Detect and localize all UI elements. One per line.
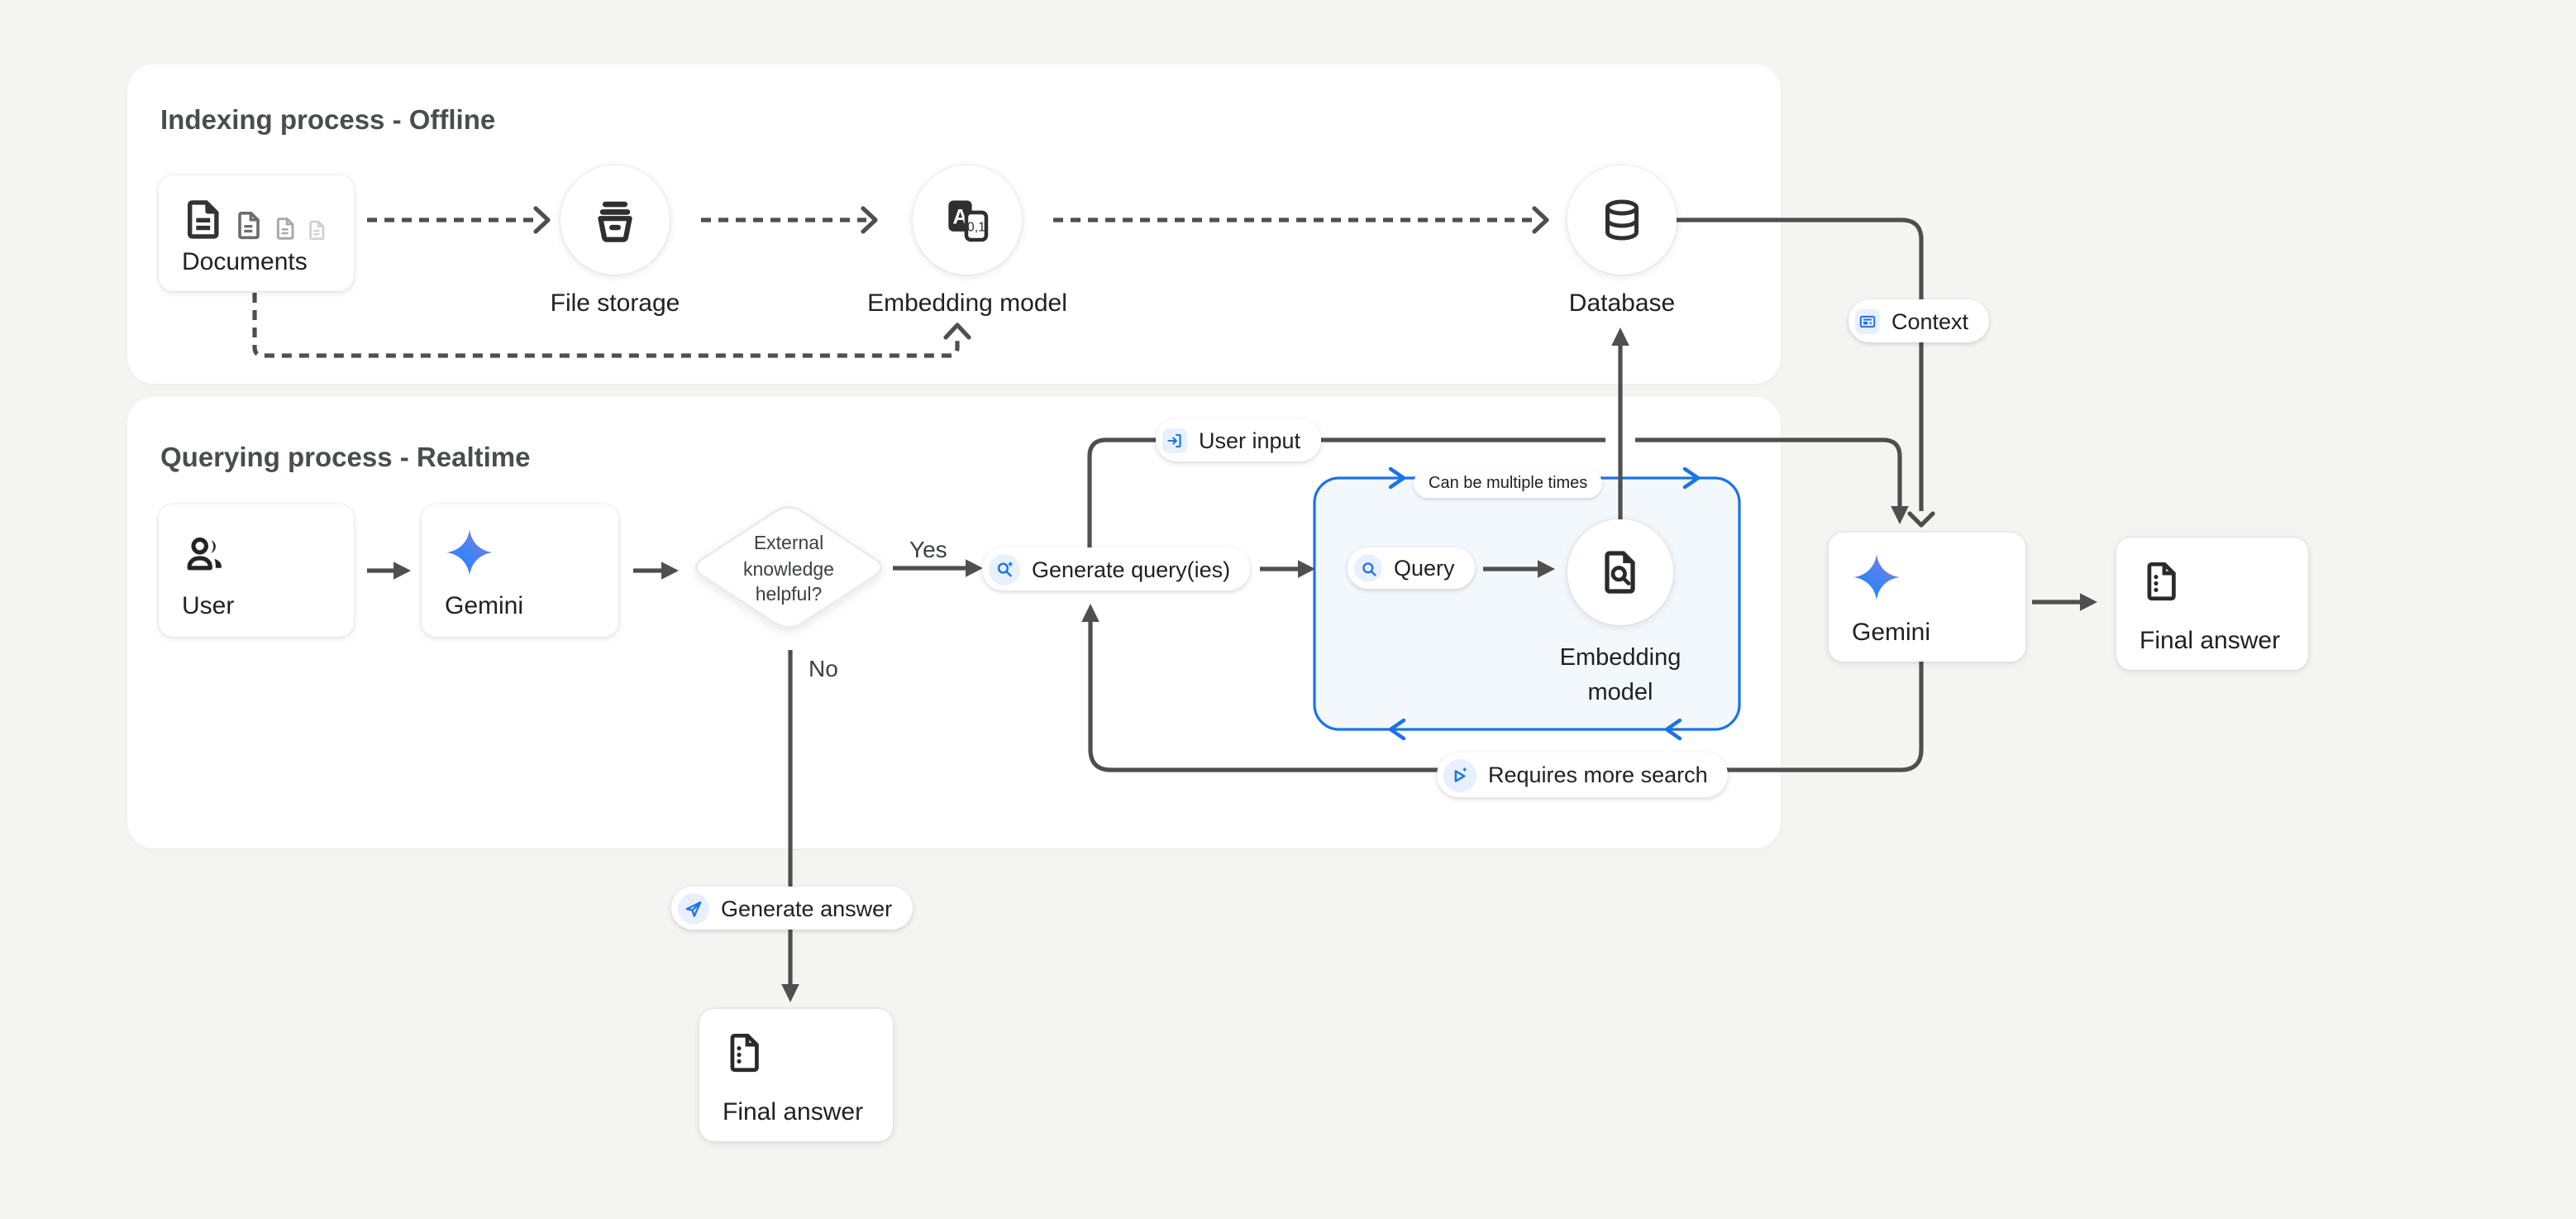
- generate-answer-chip: [678, 892, 709, 924]
- final-answer-icon-wrap: [2140, 559, 2184, 604]
- final-answer-no-branch-icon-wrap: [723, 1030, 767, 1075]
- final-answer-node: Final answer: [2116, 538, 2308, 670]
- loop-note-pill: Can be multiple times: [1414, 470, 1603, 498]
- decision-diamond: [678, 488, 909, 662]
- generate-queries-pill: Generate query(ies): [982, 547, 1251, 590]
- querying-panel-title: Querying process - Realtime: [160, 443, 531, 473]
- svg-text:0,1: 0,1: [967, 221, 985, 235]
- database-label: Database: [1568, 289, 1676, 318]
- search-sparkle-icon: [996, 561, 1013, 577]
- decision-text: External knowledge helpful?: [689, 533, 888, 610]
- dashed-arrowheads: [533, 206, 1935, 528]
- documents-label: Documents: [182, 248, 308, 276]
- gemini-label: Gemini: [445, 592, 524, 620]
- play-sparkle-icon: [1454, 766, 1467, 782]
- requires-more-search-pill: Requires more search: [1437, 753, 1728, 797]
- embedding-query-line1: Embedding: [1559, 645, 1682, 672]
- embedding-model-query-node: [1567, 519, 1673, 625]
- document-icon: [187, 200, 219, 239]
- decision-line1: External: [753, 534, 824, 554]
- generate-answer-pill: Generate answer: [671, 887, 913, 930]
- embedding-model-icon: A 0,1: [948, 200, 989, 242]
- dashed-connectors: [252, 218, 1538, 358]
- user-node: User: [159, 504, 354, 637]
- requires-more-search-chip: [1443, 758, 1476, 791]
- indexing-panel-title: Indexing process - Offline: [160, 106, 496, 136]
- users-icon: [187, 537, 222, 571]
- final-answer-no-branch-node: Final answer: [699, 1009, 893, 1141]
- query-pill: Query: [1348, 547, 1475, 589]
- input-icon: [1167, 433, 1181, 447]
- embedding-query-line2: model: [1587, 680, 1653, 706]
- embedding-model-offline-label: Embedding model: [867, 289, 1067, 318]
- yes-label: Yes: [909, 536, 947, 562]
- final-answer-no-branch-label: Final answer: [723, 1098, 864, 1126]
- document-list-icon: [2147, 562, 2176, 601]
- solid-arrowheads: [394, 327, 2097, 1002]
- documents-icon: [182, 197, 329, 241]
- decision-line3: helpful?: [755, 586, 823, 605]
- gemini-icon-wrap: [445, 528, 494, 577]
- gemini-star-icon: [446, 529, 493, 576]
- send-icon: [685, 901, 702, 916]
- document-icon: [276, 218, 294, 240]
- document-icon: [238, 212, 260, 240]
- user-label: User: [182, 592, 235, 620]
- solid-connectors: [367, 218, 2082, 986]
- query-chip: [1354, 554, 1382, 582]
- document-list-icon: [730, 1033, 759, 1073]
- database-node: [1567, 165, 1677, 275]
- final-answer-label: Final answer: [2140, 627, 2281, 655]
- context-chip: [1855, 308, 1880, 333]
- gemini-final-icon-wrap: [1852, 552, 1901, 602]
- context-label: Context: [1891, 308, 1969, 333]
- no-label: No: [809, 655, 838, 681]
- generate-queries-chip: [989, 553, 1020, 585]
- context-icon: [1859, 314, 1876, 327]
- svg-text:A: A: [952, 205, 967, 228]
- loop-note-label: Can be multiple times: [1429, 475, 1588, 493]
- file-storage-node: [561, 165, 670, 275]
- user-input-pill: User input: [1156, 418, 1321, 461]
- gemini-final-label: Gemini: [1852, 619, 1931, 647]
- storage-bucket-icon: [598, 201, 632, 242]
- generate-answer-label: Generate answer: [721, 896, 893, 920]
- document-icon: [309, 220, 325, 241]
- gemini-star-icon: [1853, 554, 1900, 600]
- gemini-final-node: Gemini: [1829, 533, 2025, 662]
- database-icon: [1605, 199, 1639, 241]
- documents-node: Documents: [159, 175, 354, 291]
- user-input-label: User input: [1199, 428, 1301, 452]
- context-pill: Context: [1849, 299, 1989, 342]
- document-search-icon: [1605, 551, 1635, 594]
- loop-direction-arrows: [1388, 466, 1701, 741]
- decision-line2: knowledge: [743, 560, 834, 580]
- gemini-node: Gemini: [422, 504, 618, 637]
- generate-queries-label: Generate query(ies): [1032, 557, 1231, 581]
- user-icon-wrap: [182, 531, 228, 577]
- embedding-model-offline-node: A 0,1: [913, 165, 1022, 275]
- user-input-chip: [1162, 428, 1187, 452]
- requires-more-search-label: Requires more search: [1488, 762, 1708, 787]
- embedding-model-query-label: Embedding model: [1521, 642, 1720, 711]
- search-icon: [1362, 562, 1376, 576]
- query-label: Query: [1394, 556, 1455, 581]
- file-storage-label: File storage: [550, 289, 680, 318]
